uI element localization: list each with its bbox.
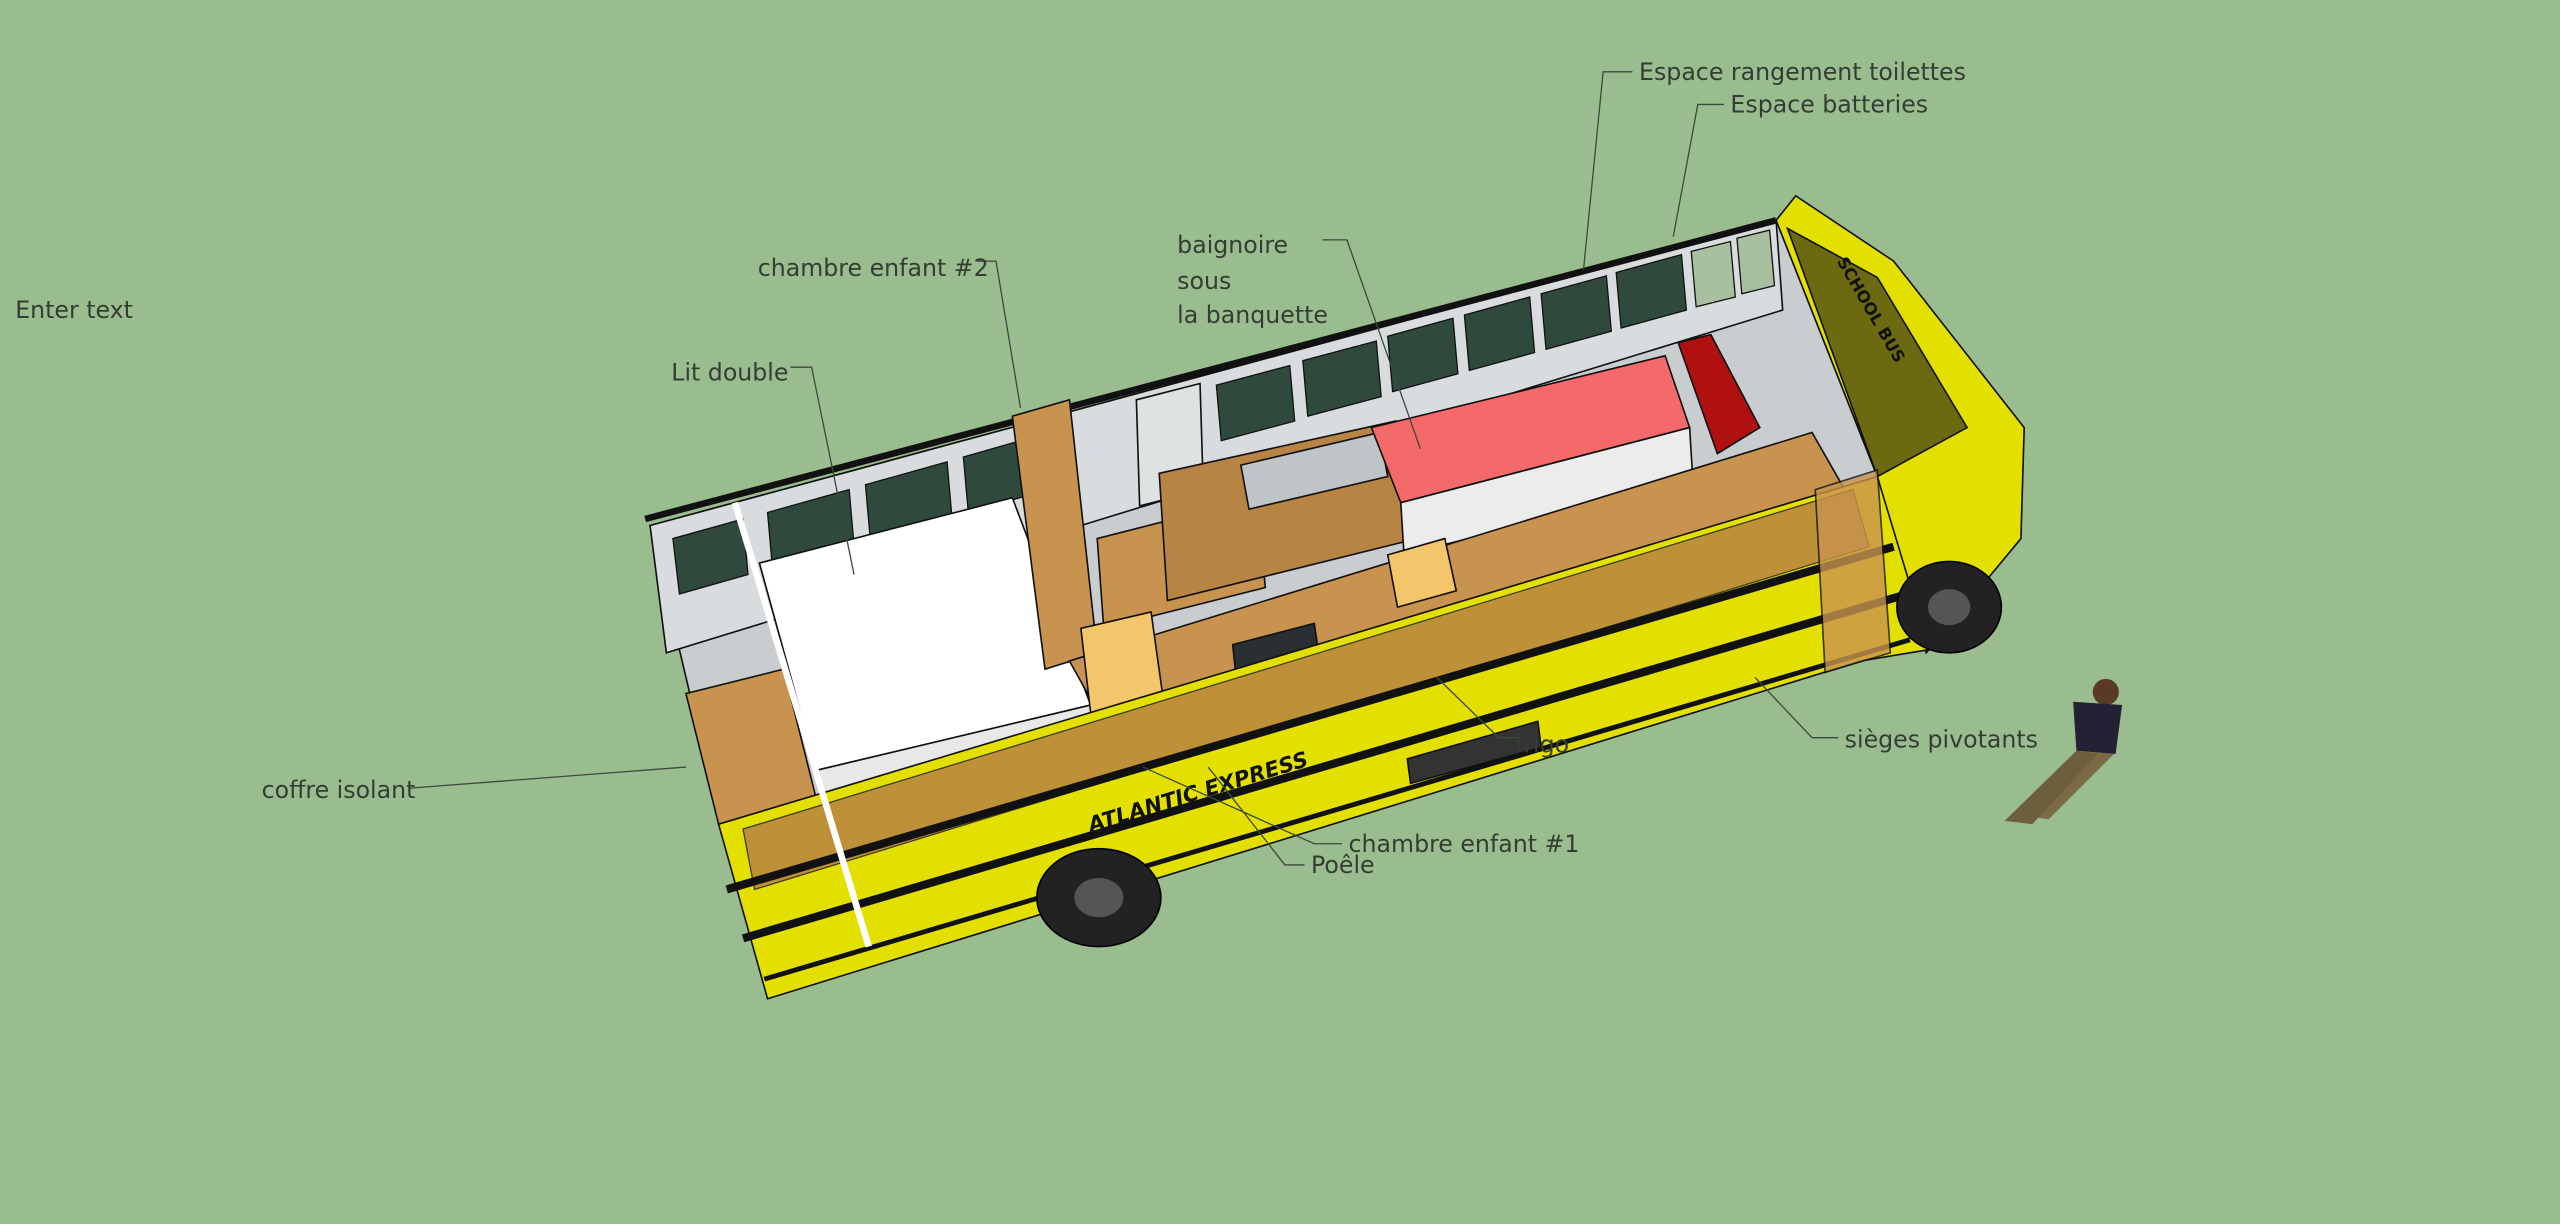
bus-windshield [1786, 226, 1969, 478]
annotations: Espace rangement toilettes Espace batter… [262, 58, 2038, 879]
label-child-room-2[interactable]: chambre enfant #2 [758, 254, 989, 282]
human-figure [2004, 678, 2123, 825]
label-double-bed[interactable]: Lit double [671, 358, 788, 386]
enter-text-placeholder[interactable]: Enter text [15, 296, 133, 324]
label-toilet-storage[interactable]: Espace rangement toilettes [1639, 58, 1966, 86]
fridge-box[interactable] [1386, 537, 1458, 609]
bus-front-door[interactable] [1814, 468, 1892, 674]
sink [1239, 431, 1389, 511]
label-stove[interactable]: Poêle [1311, 851, 1375, 879]
label-batteries[interactable]: Espace batteries [1730, 91, 1928, 119]
rear-ladder-pole [731, 501, 872, 948]
label-bathtub-line2[interactable]: sous [1177, 267, 1231, 295]
label-insulated-box[interactable]: coffre isolant [262, 776, 416, 804]
label-fridge[interactable]: frigo [1515, 730, 1569, 758]
label-child-room-1[interactable]: chambre enfant #1 [1349, 830, 1580, 858]
label-bathtub-line1[interactable]: baignoire [1177, 231, 1288, 259]
bus-model[interactable]: SCHOOL BUS ATLANTIC EXPRESS [644, 194, 2026, 1000]
bus-windows [672, 229, 1776, 595]
label-swivel-seats[interactable]: sièges pivotants [1845, 725, 2038, 753]
label-bathtub-line3[interactable]: la banquette [1177, 301, 1328, 329]
driver-seat[interactable] [1677, 333, 1761, 455]
